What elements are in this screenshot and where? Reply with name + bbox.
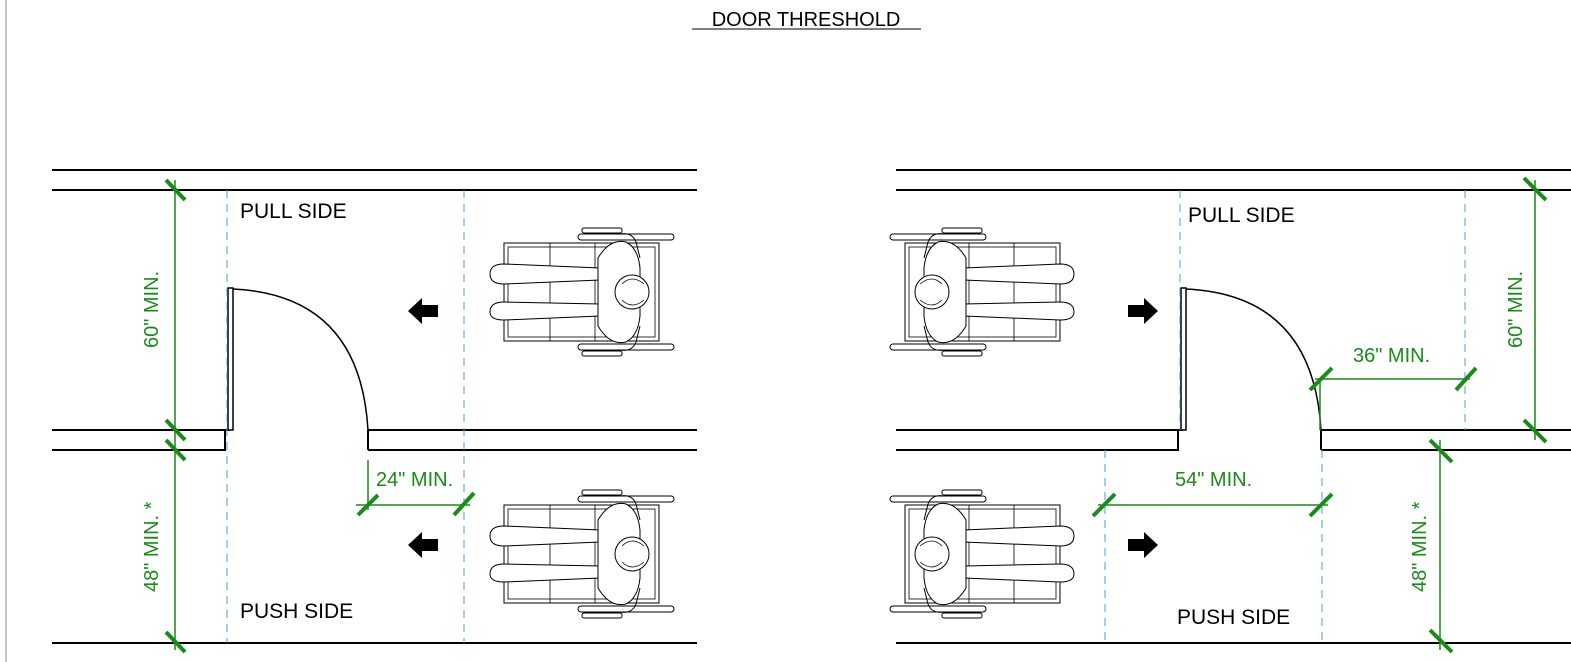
- door-swing-arc: [1185, 288, 1322, 431]
- diagram-title: DOOR THRESHOLD: [712, 9, 901, 31]
- right-pull-side-label: PULL SIDE: [1188, 204, 1295, 227]
- arrow-right-icon: [1128, 298, 1158, 324]
- left-pull-side-label: PULL SIDE: [240, 200, 347, 223]
- left-dim-pull-depth: 60" MIN.: [141, 271, 163, 348]
- left-dim-push-depth: 48" MIN. *: [141, 501, 163, 592]
- arrow-left-icon: [408, 532, 438, 558]
- arrow-right-icon: [1128, 532, 1158, 558]
- right-dim-push-clearance: 54" MIN.: [1175, 469, 1252, 491]
- right-dim-pull-depth: 60" MIN.: [1505, 271, 1527, 348]
- arrow-left-icon: [408, 298, 438, 324]
- left-dim-latch-clearance: 24" MIN.: [376, 469, 453, 491]
- wheelchair-user-icon: [489, 227, 675, 357]
- wheelchair-user-icon: [489, 489, 675, 619]
- right-dim-push-depth: 48" MIN. *: [1409, 501, 1431, 592]
- right-dim-pull-clearance: 36" MIN.: [1353, 345, 1430, 367]
- left-push-side-label: PUSH SIDE: [240, 600, 353, 623]
- left-panel: PULL SIDE PUSH SIDE 60" MIN. 48" MIN. * …: [52, 169, 697, 654]
- wheelchair-user-icon: [889, 227, 1075, 357]
- door-swing-arc: [232, 288, 369, 431]
- right-panel: PULL SIDE PUSH SIDE 60" MIN. 48" MIN. * …: [889, 169, 1571, 654]
- wheelchair-user-icon: [889, 489, 1075, 619]
- right-push-side-label: PUSH SIDE: [1177, 606, 1290, 629]
